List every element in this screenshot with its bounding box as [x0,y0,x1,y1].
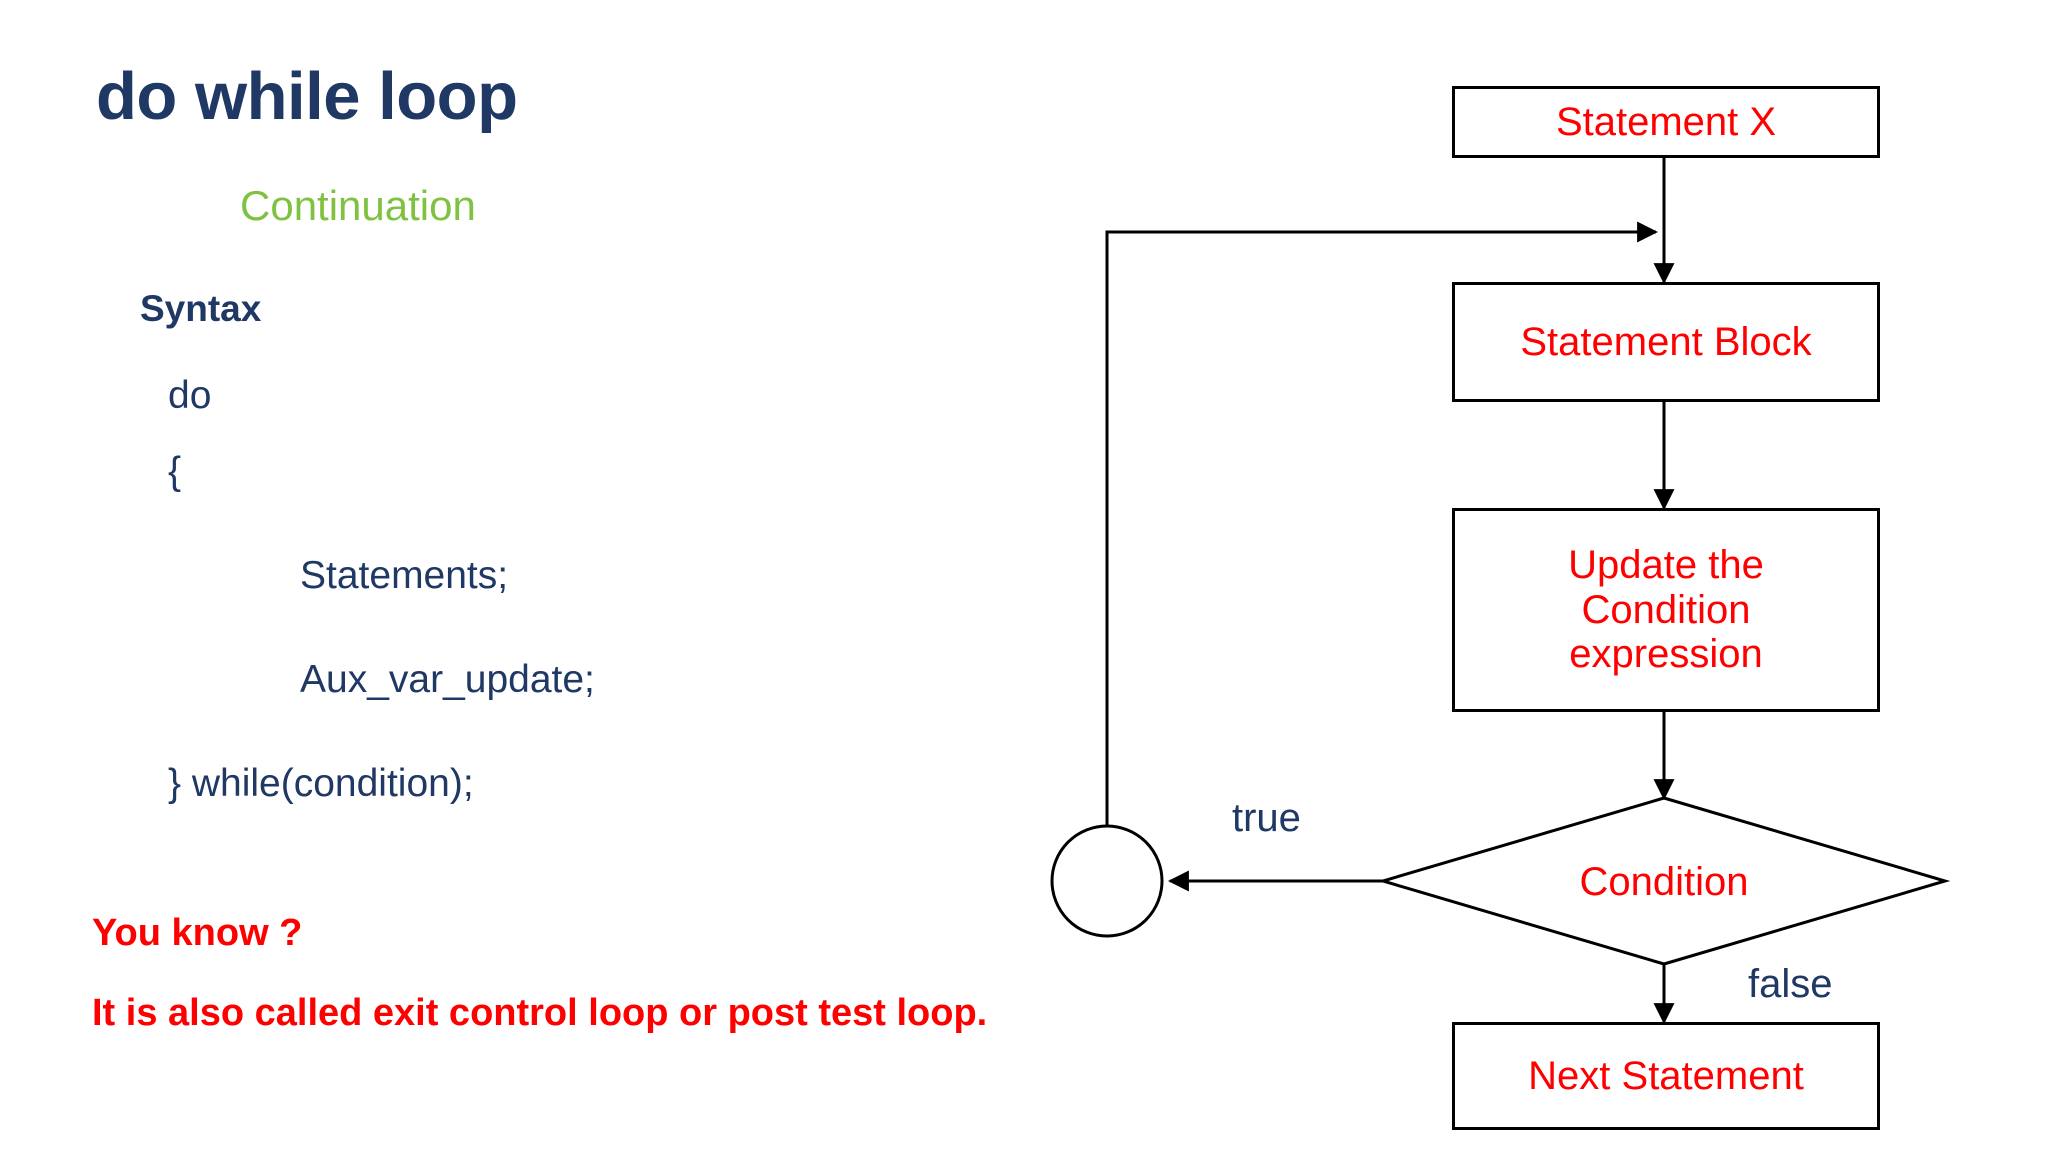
flow-node-statement-x: Statement X [1452,86,1880,158]
note-exit-control-loop: It is also called exit control loop or p… [92,992,988,1034]
code-line-while-condition: } while(condition); [168,762,474,805]
note-you-know: You know ? [92,912,303,954]
update-condition-line-3: expression [1569,632,1763,677]
code-line-open-brace: { [168,450,182,493]
update-condition-line-2: Condition [1581,587,1751,632]
flow-node-condition-label: Condition [1579,860,1749,904]
loop-connector-circle [1050,824,1164,938]
syntax-heading: Syntax [140,288,262,329]
flow-node-statement-block: Statement Block [1452,282,1880,402]
flow-node-next-statement: Next Statement [1452,1022,1880,1130]
code-line-aux-var-update: Aux_var_update; [300,658,595,701]
update-condition-line-1: Update the [1568,542,1764,587]
flow-node-update-condition: Update the Condition expression [1452,508,1880,712]
edge-label-true: true [1232,796,1301,840]
edge-label-false: false [1748,962,1833,1006]
page-title: do while loop [96,59,518,134]
code-line-do: do [168,374,212,417]
code-line-statements: Statements; [300,554,509,597]
page-subtitle: Continuation [240,182,476,229]
